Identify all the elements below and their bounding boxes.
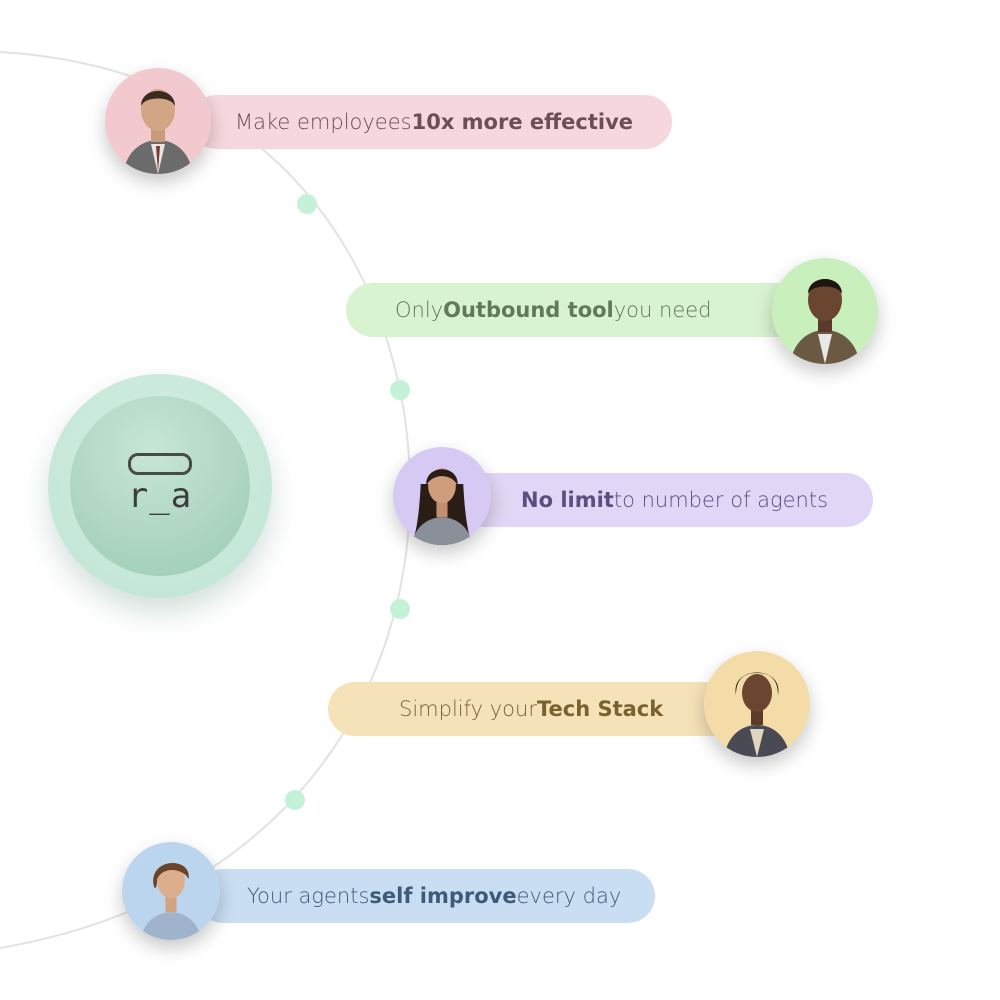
- feature-text-bold: No limit: [521, 488, 614, 512]
- feature-pill-2: Only Outbound tool you need: [346, 283, 826, 337]
- feature-pill-3: No limit to number of agents: [440, 473, 873, 527]
- feature-text-bold: Outbound tool: [443, 298, 614, 322]
- logo-bar-icon: [128, 453, 192, 475]
- feature-text-prefix: Only: [395, 298, 444, 322]
- logo-mark: r_a: [127, 476, 193, 516]
- feature-text-prefix: Simplify your: [399, 697, 537, 721]
- logo-badge: r_a: [48, 374, 272, 598]
- feature-pill-5: Your agents self improve every day: [196, 869, 655, 923]
- timeline-dot: [390, 599, 410, 619]
- woman-avatar-icon: [122, 842, 220, 940]
- timeline-dot: [297, 194, 317, 214]
- feature-pill-4: Simplify your Tech Stack: [328, 682, 756, 736]
- man-avatar-icon: [105, 68, 211, 174]
- feature-text-prefix: Your agents: [247, 884, 370, 908]
- woman-avatar-icon: [704, 651, 810, 757]
- feature-text-suffix: to number of agents: [613, 488, 829, 512]
- timeline-dot: [285, 790, 305, 810]
- feature-text-suffix: you need: [613, 298, 712, 322]
- timeline-dot: [390, 380, 410, 400]
- woman-avatar-icon: [393, 447, 491, 545]
- feature-text-bold: 10x more effective: [411, 110, 634, 134]
- feature-text-prefix: Make employees: [235, 110, 412, 134]
- feature-text-bold: self improve: [369, 884, 517, 908]
- feature-pill-1: Make employees 10x more effective: [190, 95, 672, 149]
- feature-text-bold: Tech Stack: [536, 697, 664, 721]
- logo-inner-circle: r_a: [70, 396, 250, 576]
- feature-text-suffix: every day: [516, 884, 622, 908]
- man-avatar-icon: [772, 258, 878, 364]
